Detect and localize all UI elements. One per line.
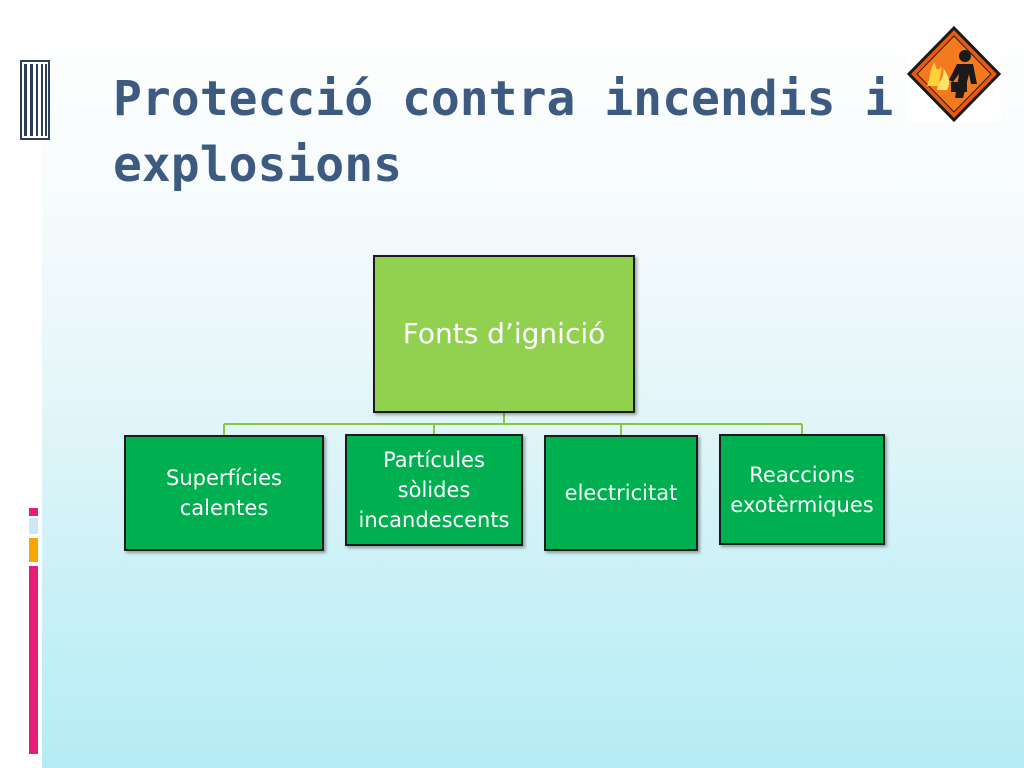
child-node-label: Superfícies calentes <box>166 466 282 520</box>
child-node-label: Reaccions exotèrmiques <box>730 462 874 517</box>
child-node-label: Partícules sòlides incandescents <box>358 448 510 532</box>
window-frame-icon <box>20 60 50 140</box>
accent-bar-pink-long <box>29 566 38 754</box>
child-node-label: electricitat <box>564 481 678 505</box>
accent-bar-lightblue <box>29 518 38 534</box>
slide-title: Protecció contra incendis i explosions <box>113 66 933 198</box>
root-node-label: Fonts d’ignició <box>402 317 606 350</box>
diagram-child-node: electricitat <box>544 435 698 551</box>
diagram-root-node: Fonts d’ignició <box>373 255 635 413</box>
slide-title-line-1: Protecció contra incendis i <box>113 71 894 127</box>
fire-hazard-warning-icon <box>907 26 1001 122</box>
diagram-child-node: Superfícies calentes <box>124 435 324 551</box>
diagram-child-node: Reaccions exotèrmiques <box>719 434 885 545</box>
accent-bar-orange <box>29 538 38 562</box>
accent-bar-pink-small <box>29 508 38 516</box>
diagram-child-node: Partícules sòlides incandescents <box>345 434 523 546</box>
slide-title-line-2: explosions <box>113 137 402 193</box>
